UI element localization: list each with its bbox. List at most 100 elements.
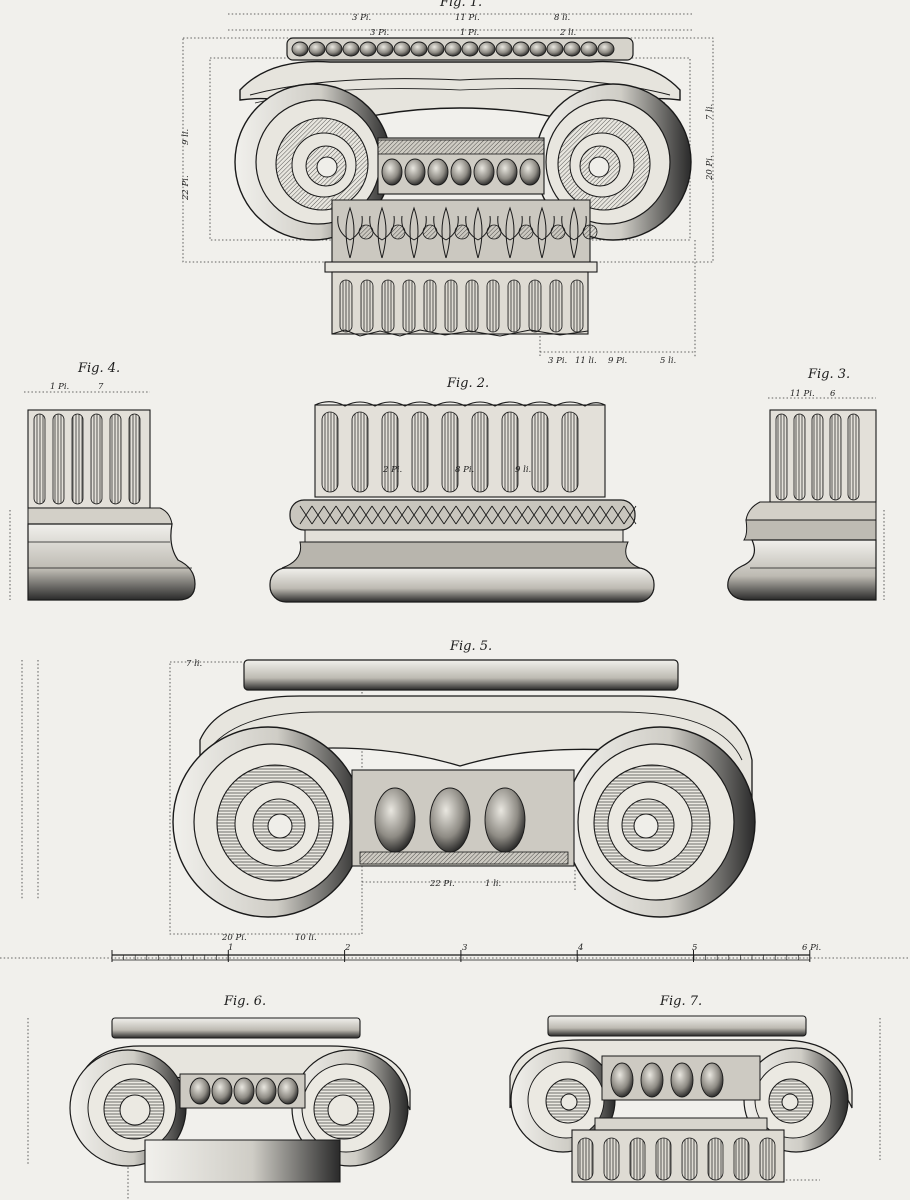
egg-ornament	[233, 1077, 255, 1105]
egg-ornament	[640, 1062, 664, 1098]
dim-fig3-top-b: 6	[830, 389, 836, 399]
flute	[471, 411, 489, 493]
flute	[531, 411, 549, 493]
egg-ornament	[255, 1077, 277, 1105]
fig5-label: Fig. 5.	[449, 639, 492, 654]
braid-ornament	[407, 505, 421, 525]
egg-ornament	[393, 41, 411, 57]
flute	[577, 1137, 594, 1181]
egg-ornament	[277, 1077, 299, 1105]
flute	[423, 279, 437, 333]
braid-ornament	[335, 505, 349, 525]
flute	[339, 279, 353, 333]
braid-ornament	[383, 505, 397, 525]
scale-bar	[0, 950, 910, 962]
flute	[360, 279, 374, 333]
egg-ornament	[427, 158, 449, 186]
braid-ornament	[311, 505, 325, 525]
egg-ornament	[374, 787, 416, 853]
egg-ornament	[381, 158, 403, 186]
egg-ornament	[496, 158, 518, 186]
scale-tick-6: 6 Pi.	[802, 943, 821, 953]
flute	[402, 279, 416, 333]
flute	[561, 411, 579, 493]
dim-fig2-mid-c: 9 li.	[515, 465, 531, 475]
flute	[629, 1137, 646, 1181]
dim-fig1-bottom-c: 9 Pi.	[608, 356, 627, 366]
fig4-label: Fig. 4.	[77, 361, 120, 376]
scale-tick-3: 3	[462, 943, 467, 953]
egg-ornament	[670, 1062, 694, 1098]
braid-ornament	[347, 505, 361, 525]
egg-ornament	[597, 41, 615, 57]
flute	[52, 413, 65, 505]
flute	[793, 413, 806, 501]
flute	[501, 411, 519, 493]
braid-ornament	[623, 505, 637, 525]
flute	[707, 1137, 724, 1181]
dim-fig5-bottom-b: 10 li.	[295, 933, 317, 943]
figure-6-capital	[27, 1017, 411, 1200]
egg-ornament	[410, 41, 428, 57]
egg-ornament	[444, 41, 462, 57]
braid-ornament	[587, 505, 601, 525]
egg-ornament	[484, 787, 526, 853]
braid-ornament	[443, 505, 457, 525]
braid-ornament	[371, 505, 385, 525]
figure-3-base	[727, 397, 885, 601]
braid-ornament	[575, 505, 589, 525]
braid-ornament	[419, 505, 433, 525]
dim-fig1-left-b: 9 li.	[181, 129, 191, 145]
flute	[381, 279, 395, 333]
braid-ornament	[539, 505, 553, 525]
egg-ornament	[700, 1062, 724, 1098]
egg-ornament	[429, 787, 471, 853]
flute	[811, 413, 824, 501]
egg-ornament	[291, 41, 309, 57]
braid-ornament	[323, 505, 337, 525]
dim-fig1-bottom-a: 3 Pi.	[548, 356, 567, 366]
flute	[321, 411, 339, 493]
flute	[109, 413, 122, 505]
fig7-label: Fig. 7.	[659, 994, 702, 1009]
figure-2-base	[269, 401, 655, 603]
dim-fig1-second-left: 3 Pi.	[370, 28, 389, 38]
dim-fig2-mid-b: 8 Pi.	[455, 465, 474, 475]
egg-ornament	[461, 41, 479, 57]
flute	[486, 279, 500, 333]
flute	[759, 1137, 776, 1181]
fig6-label: Fig. 6.	[223, 994, 266, 1009]
scale-tick-4: 4	[577, 943, 583, 953]
dim-fig5-mid-b: 1 li.	[485, 879, 501, 889]
dim-fig1-second-mid: 1 Pi.	[460, 28, 479, 38]
dim-fig1-top-left: 3 Pi.	[352, 13, 371, 23]
egg-ornament	[404, 158, 426, 186]
flute	[441, 411, 459, 493]
braid-ornament	[599, 505, 613, 525]
dim-fig3-top-a: 11 Pi.	[790, 389, 815, 399]
egg-ornament	[529, 41, 547, 57]
egg-ornament	[325, 41, 343, 57]
dim-fig1-right-a: 20 Pi.	[705, 155, 715, 181]
dim-fig2-mid-a: 2 Pi.	[382, 465, 402, 475]
braid-ornament	[299, 505, 313, 525]
braid-ornament	[551, 505, 565, 525]
flute	[351, 411, 369, 493]
braid-ornament	[515, 505, 529, 525]
egg-ornament	[450, 158, 472, 186]
egg-ornament	[546, 41, 564, 57]
egg-ornament	[189, 1077, 211, 1105]
flute	[847, 413, 860, 501]
rosette-ornament	[582, 224, 598, 240]
flute	[681, 1137, 698, 1181]
egg-ornament	[473, 158, 495, 186]
braid-ornament	[359, 505, 373, 525]
egg-ornament	[580, 41, 598, 57]
volute-left-fig5-icon	[172, 726, 364, 918]
figure-5-capital	[21, 659, 756, 935]
braid-ornament	[491, 505, 505, 525]
flute	[733, 1137, 750, 1181]
volute-right-fig5-icon	[564, 726, 756, 918]
dim-fig1-bottom-b: 11 li.	[575, 356, 597, 366]
